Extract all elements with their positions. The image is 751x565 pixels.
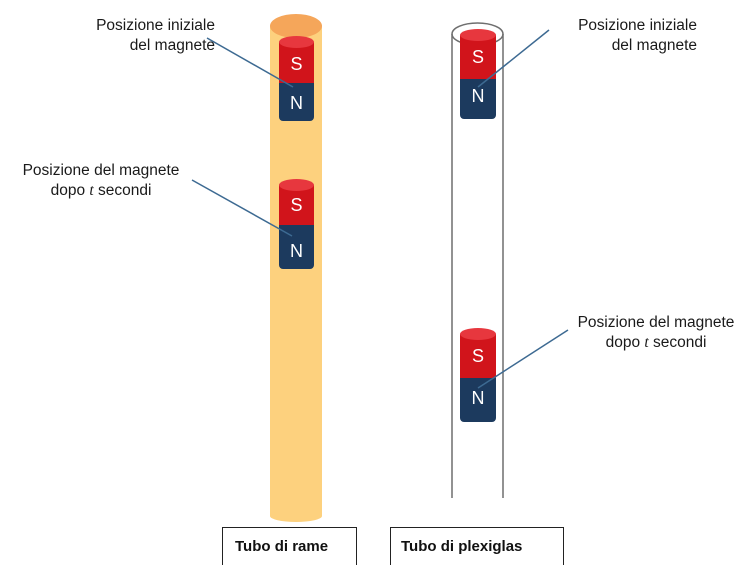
- label-line: del magnete: [611, 37, 697, 54]
- caption-plexiglas-tube: Tubo di plexiglas: [390, 527, 564, 565]
- label-plexiglas-after-position: Posizione del magnete dopo t secondi: [563, 313, 749, 353]
- variable-t: t: [644, 334, 649, 351]
- magnet-south-label: S: [472, 346, 484, 366]
- label-line: Posizione del magnete: [22, 162, 180, 179]
- plexiglas-magnet-after: S N: [460, 328, 496, 422]
- magnet-south-pole: [460, 35, 496, 79]
- copper-magnet-after: S N: [279, 179, 314, 269]
- label-line: Posizione iniziale: [96, 17, 215, 34]
- magnet-north-label: N: [290, 93, 303, 113]
- label-text: secondi: [648, 334, 707, 351]
- label-line: dopo t secondi: [9, 181, 193, 201]
- variable-t: t: [89, 182, 94, 199]
- plexiglas-magnet-initial: S N: [460, 29, 496, 119]
- magnet-north-pole: [460, 75, 496, 119]
- plexiglas-tube: [451, 22, 504, 498]
- leader-line-plexiglas-after: [477, 329, 569, 389]
- magnet-top: [279, 36, 314, 48]
- magnet-top: [279, 179, 314, 191]
- magnet-south-pole: [279, 42, 314, 83]
- label-text: secondi: [93, 182, 152, 199]
- label-text: dopo: [605, 334, 645, 351]
- magnet-north-label: N: [472, 86, 485, 106]
- label-line: Posizione del magnete: [577, 314, 735, 331]
- magnet-top: [460, 29, 496, 41]
- magnet-top: [460, 328, 496, 340]
- magnet-south-pole: [279, 185, 314, 225]
- label-line: Posizione iniziale: [578, 17, 697, 34]
- magnet-north-pole: [279, 79, 314, 121]
- magnet-south-label: S: [472, 47, 484, 67]
- magnet-north-pole: [460, 374, 496, 422]
- magnet-south-label: S: [290, 195, 302, 215]
- copper-magnet-initial: S N: [279, 36, 314, 121]
- magnet-south-label: S: [290, 54, 302, 74]
- copper-tube-bottom: [270, 510, 322, 522]
- label-line: del magnete: [129, 37, 215, 54]
- leader-line-copper-initial: [206, 37, 294, 88]
- leader-line-copper-after: [191, 179, 293, 237]
- label-line: dopo t secondi: [563, 333, 749, 353]
- label-copper-initial-position: Posizione iniziale del magnete: [68, 16, 215, 56]
- leader-line-plexiglas-initial: [477, 29, 550, 88]
- label-copper-after-position: Posizione del magnete dopo t secondi: [9, 161, 193, 201]
- label-text: dopo: [50, 182, 90, 199]
- magnet-north-label: N: [472, 388, 485, 408]
- caption-copper-tube: Tubo di rame: [222, 527, 357, 565]
- magnet-north-label: N: [290, 241, 303, 261]
- magnet-south-pole: [460, 334, 496, 378]
- label-plexiglas-initial-position: Posizione iniziale del magnete: [550, 16, 697, 56]
- copper-tube-rim: [270, 14, 322, 38]
